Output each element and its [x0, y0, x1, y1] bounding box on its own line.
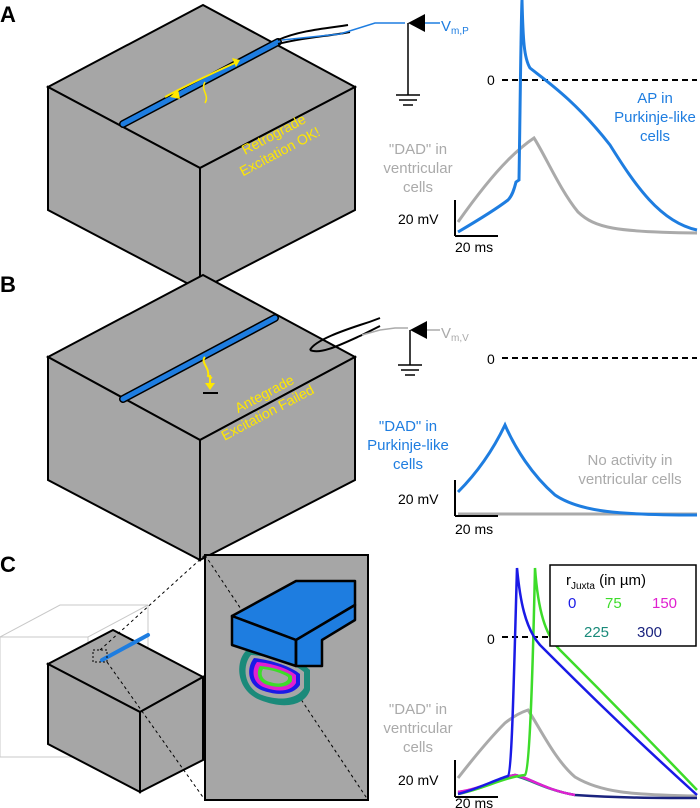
panel-c-label: C — [0, 552, 16, 577]
grey-label-b-1: No activity in — [587, 452, 672, 469]
legend-item-0: 0 — [568, 595, 576, 612]
blue-label-a-3: cells — [640, 128, 670, 145]
amplifier-a — [408, 14, 425, 32]
grey-label-a-3: cells — [403, 179, 433, 196]
grey-label-c-3: cells — [403, 739, 433, 756]
scale-x-a: 20 ms — [455, 239, 493, 255]
grey-label-a-2: ventricular — [383, 160, 452, 177]
panel-a-label: A — [0, 2, 16, 27]
electrode-label-a: Vm,P — [441, 18, 469, 37]
inset-fiber — [230, 579, 357, 668]
trace-c-0 — [457, 567, 698, 796]
grey-label-b-2: ventricular cells — [578, 471, 681, 488]
scale-x-c: 20 ms — [455, 795, 493, 808]
zero-label-c: 0 — [487, 631, 495, 647]
scale-y-b: 20 mV — [398, 491, 439, 507]
antegrade-arrow — [202, 356, 213, 379]
electrode-label-b: Vm,V — [441, 325, 469, 344]
legend-title: rJuxta (in µm) — [566, 572, 646, 592]
trace-c-150 — [457, 773, 576, 797]
cube-a-side — [199, 85, 356, 292]
zero-label-a: 0 — [487, 72, 495, 88]
panel-b: B Vm,V Antegrade Excitation Failed 0 "DA… — [0, 272, 698, 562]
grey-trace-a — [456, 135, 698, 235]
electrode-wire-a — [277, 24, 349, 41]
legend-item-150: 150 — [652, 595, 677, 612]
scale-y-c: 20 mV — [398, 772, 439, 788]
blue-label-a-2: Purkinje-like — [614, 109, 696, 126]
zoom-region — [92, 649, 108, 663]
grey-label-c-1: "DAD" in — [389, 701, 447, 718]
amplifier-b — [410, 321, 427, 339]
scale-y-a: 20 mV — [398, 211, 439, 227]
grey-label-c-2: ventricular — [383, 720, 452, 737]
blue-label-b-3: cells — [393, 456, 423, 473]
cube-b-side — [199, 355, 356, 562]
legend-item-300: 300 — [637, 624, 662, 641]
panel-a: A Vm,P Retrograde Excitation OK! 0 — [0, 0, 698, 292]
legend-item-225: 225 — [584, 624, 609, 641]
panel-b-label: B — [0, 272, 16, 297]
blue-label-a-1: AP in — [637, 90, 673, 107]
zero-label-b: 0 — [487, 351, 495, 367]
blue-label-b-1: "DAD" in — [379, 418, 437, 435]
blue-trace-b — [456, 421, 698, 517]
grey-trace-c — [456, 708, 698, 798]
panel-c: C — [0, 552, 698, 808]
scale-x-b: 20 ms — [455, 521, 493, 537]
electrode-wire-b — [309, 317, 381, 351]
grey-label-a-1: "DAD" in — [389, 141, 447, 158]
trace-c-75 — [457, 567, 698, 796]
fiber-c — [100, 633, 150, 662]
retrograde-arrow — [164, 61, 238, 98]
legend-c: rJuxta (in µm) 0 75 150 225 300 — [549, 564, 697, 647]
trace-c-225 — [457, 774, 576, 797]
blue-trace-a — [457, 0, 698, 234]
cube-c-side — [139, 675, 204, 794]
blue-label-b-2: Purkinje-like — [367, 437, 449, 454]
legend-item-75: 75 — [605, 595, 622, 612]
